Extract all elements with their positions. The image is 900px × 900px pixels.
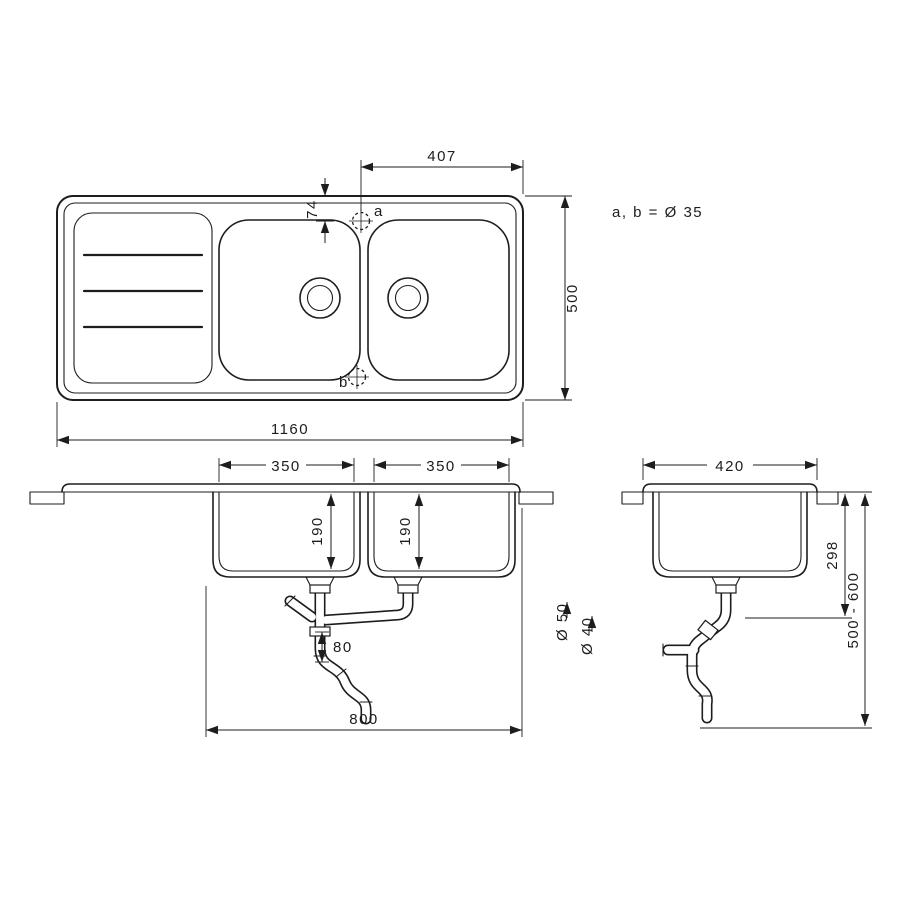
dim-label-80: 80 [333, 639, 353, 656]
drain2-flange [393, 576, 423, 586]
dim-label-500: 500 [564, 283, 581, 313]
dim-top-width: 1160 [56, 402, 524, 447]
dim-label-500-600: 500 - 600 [845, 572, 862, 649]
elbow-nut [697, 619, 719, 641]
sink-outer-edge [56, 195, 524, 401]
dim-label-74: 74 [304, 199, 321, 219]
dim-depth-total: 298 [745, 491, 872, 619]
faucet-hole-a [349, 209, 373, 233]
dim-trap: 80 [315, 631, 353, 663]
sink-inner-rim [63, 202, 517, 394]
dim-side-width: 420 [642, 456, 818, 480]
dim-bowl2-depth: 190 [397, 494, 424, 569]
dim-bowl1-width: 350 [218, 456, 355, 482]
drain1-flange [305, 576, 335, 586]
bowl2-section [367, 491, 516, 578]
dim-label-dia-40: Ø 40 [579, 616, 596, 655]
dim-install-height: 500 - 600 [700, 494, 872, 729]
dim-label-190-1: 190 [309, 516, 326, 546]
sink-rim-profile [61, 483, 521, 493]
hole-diameter-note: a, b = Ø 35 [612, 204, 703, 221]
trap-nut [309, 626, 331, 637]
side-section-view: 420 298 500 - 600 Ø 50 Ø 40 [554, 456, 872, 729]
bowl1-section [212, 491, 361, 578]
dim-label-1160: 1160 [271, 421, 309, 438]
hole-a-label: a [374, 203, 384, 220]
bowl-right [367, 219, 510, 381]
dim-label-350-1: 350 [271, 458, 301, 475]
front-section-view: 350 350 190 190 80 [29, 456, 554, 737]
drainboard [73, 212, 213, 384]
dim-label-190-2: 190 [397, 516, 414, 546]
countertop-right [518, 491, 554, 505]
side-plumbing [662, 576, 741, 724]
dim-label-420: 420 [715, 458, 745, 475]
dim-bowl2-width: 350 [373, 456, 510, 482]
dim-label-dia-50: Ø 50 [554, 602, 571, 641]
dim-faucet-inset: 74 [304, 178, 334, 243]
dim-bowl1-depth: 190 [309, 494, 336, 569]
faucet-hole-b [345, 365, 369, 389]
bowl-section-side [652, 491, 808, 578]
dim-pipe-diameters: Ø 50 Ø 40 [554, 602, 597, 655]
countertop-left [29, 491, 65, 505]
bowl-left [218, 219, 361, 381]
dim-label-350-2: 350 [426, 458, 456, 475]
front-plumbing [284, 576, 423, 725]
hole-b-label: b [339, 374, 349, 391]
top-view: a b 407 74 500 1160 [56, 148, 703, 447]
dim-label-298: 298 [824, 540, 841, 570]
countertop-left-side [621, 491, 644, 505]
countertop-right-side [816, 491, 839, 505]
dim-faucet-offset: 407 [360, 148, 524, 211]
dim-label-800: 800 [349, 711, 379, 728]
dim-label-407: 407 [427, 148, 457, 165]
dim-top-depth: 500 [525, 195, 581, 401]
dim-base-width: 800 [205, 508, 523, 737]
sink-rim-profile-side [642, 483, 818, 493]
drain-flange-side [711, 576, 741, 586]
